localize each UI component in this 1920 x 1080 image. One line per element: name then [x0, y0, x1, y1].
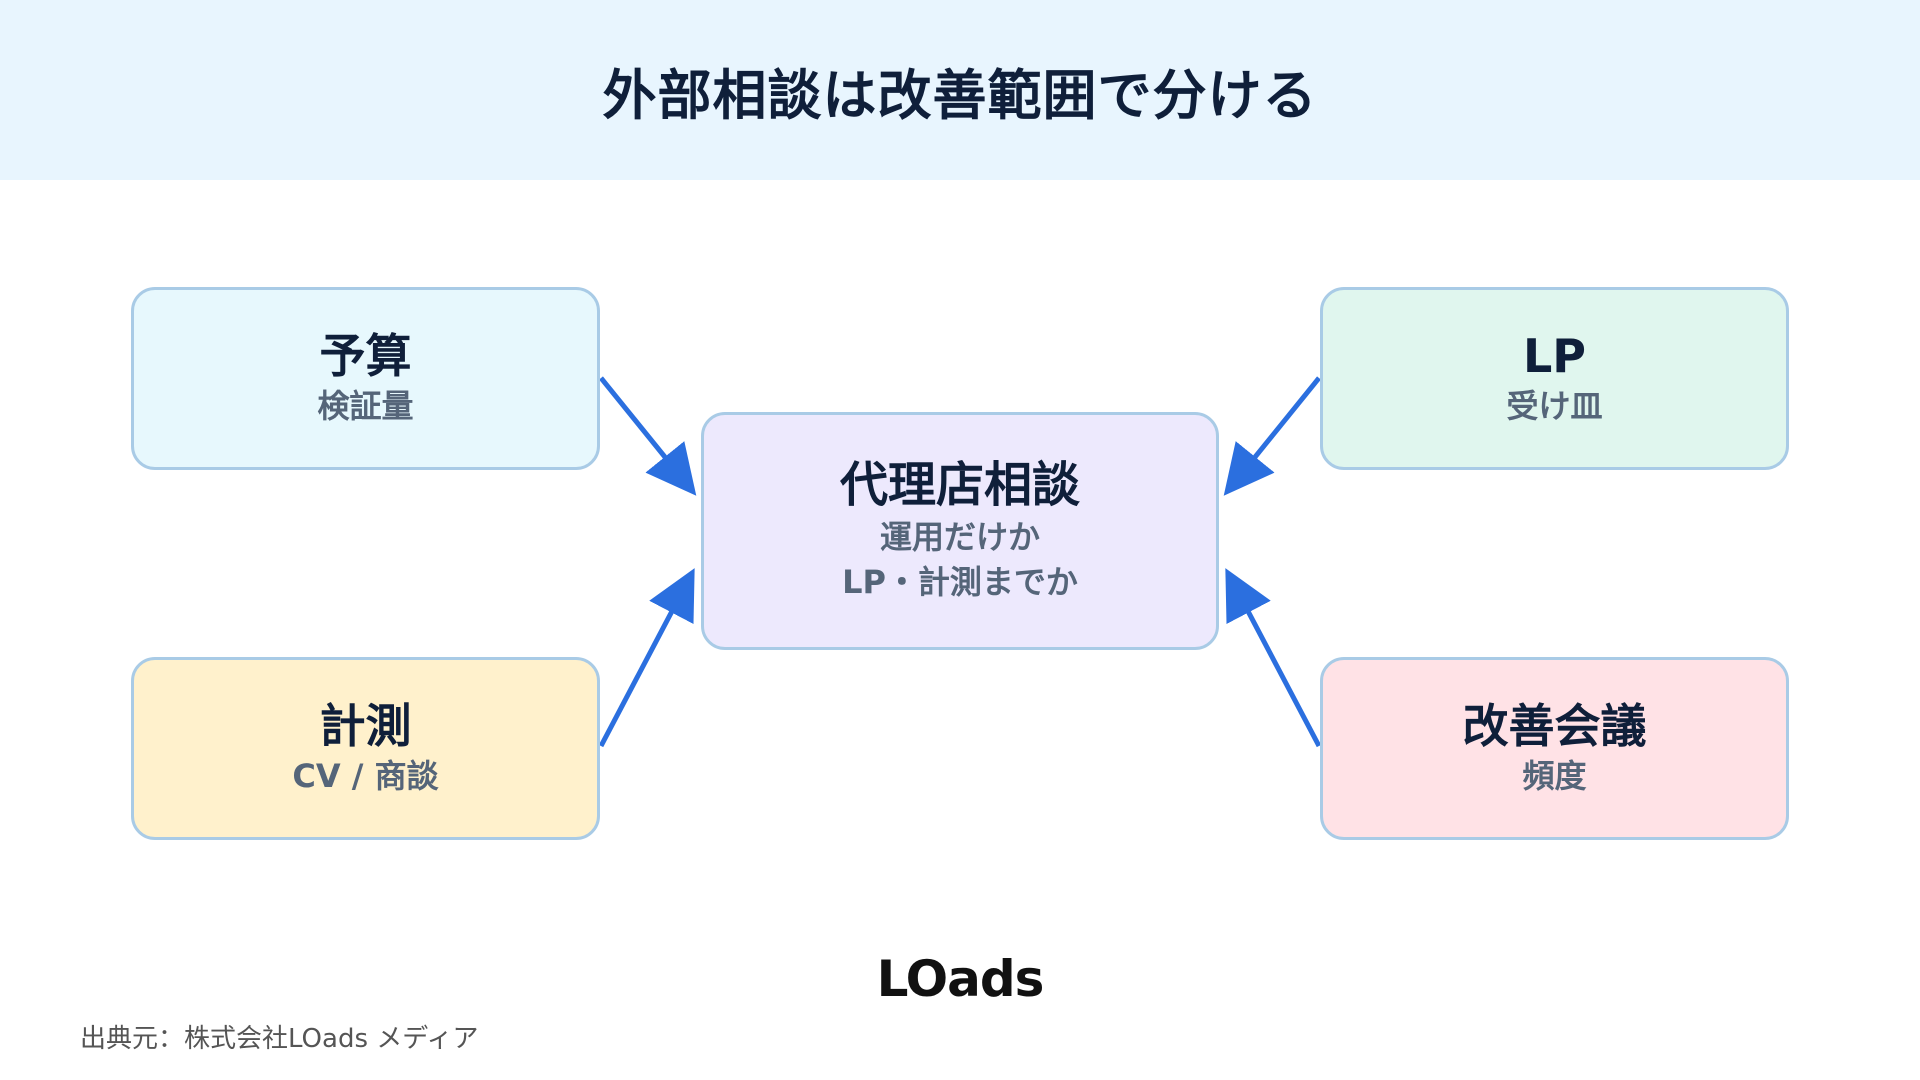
source-credit: 出典元：株式会社LOads メディア: [80, 1024, 479, 1054]
node-measure-sub: CV / 商談: [292, 756, 439, 795]
node-meeting-sub: 頻度: [1522, 756, 1587, 795]
title-banner: 外部相談は改善範囲で分ける: [0, 0, 1920, 180]
node-center: 代理店相談 運用だけか LP・計測までか: [701, 412, 1219, 650]
node-meeting-title: 改善会議: [1462, 698, 1647, 753]
node-meeting: 改善会議 頻度: [1320, 657, 1789, 840]
arrow-budget-to-center: [599, 376, 697, 496]
node-lp-title: LP: [1522, 328, 1587, 383]
node-center-title: 代理店相談: [839, 457, 1080, 514]
page-title: 外部相談は改善範囲で分ける: [602, 63, 1318, 127]
node-measure-title: 計測: [319, 698, 412, 753]
arrow-lp-to-center: [1223, 376, 1321, 496]
node-center-sub: 運用だけか LP・計測までか: [842, 518, 1078, 601]
node-budget-sub: 検証量: [317, 386, 414, 425]
node-budget: 予算 検証量: [131, 287, 600, 470]
arrow-meeting-to-center: [1225, 568, 1322, 748]
node-budget-title: 予算: [319, 328, 412, 383]
node-lp: LP 受け皿: [1320, 287, 1789, 470]
node-lp-sub: 受け皿: [1506, 386, 1603, 425]
brand-logo: LOads: [876, 950, 1045, 1008]
arrow-measure-to-center: [598, 568, 695, 748]
node-measure: 計測 CV / 商談: [131, 657, 600, 840]
